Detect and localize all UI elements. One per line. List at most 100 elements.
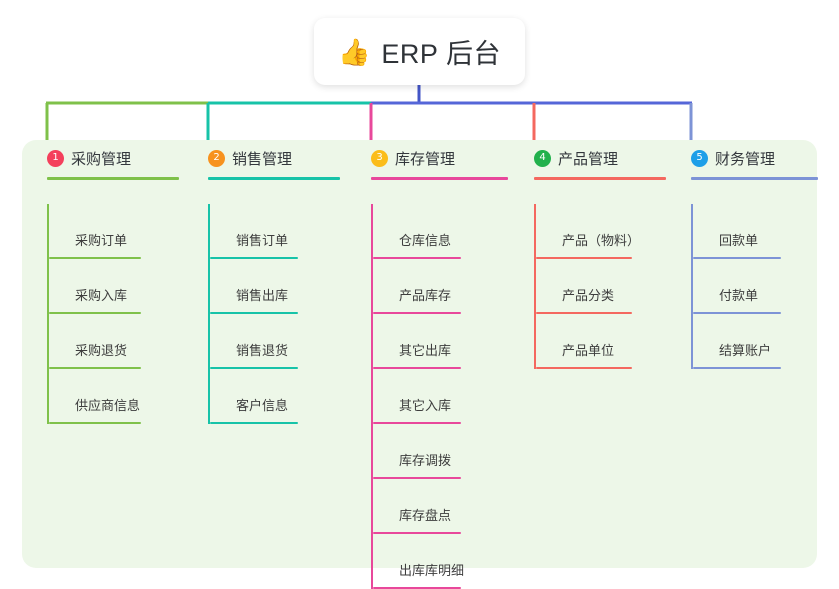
branch-header-rule — [208, 177, 340, 180]
branch-item-label: 销售订单 — [236, 233, 289, 248]
branch-item-rule — [49, 422, 141, 424]
branch-title: 采购管理 — [71, 150, 132, 168]
branch-item-label: 产品库存 — [399, 288, 452, 303]
root-node-content: 👍 ERP 后台 — [338, 32, 501, 71]
branch-spine — [47, 204, 49, 424]
branch-item[interactable]: 其它出库 — [371, 314, 512, 369]
branch-header-2[interactable]: 2 销售管理 — [194, 146, 344, 170]
root-node[interactable]: 👍 ERP 后台 — [314, 18, 525, 85]
branch-item-label: 采购订单 — [75, 233, 128, 248]
branch-item-rule — [210, 367, 298, 369]
branch-item-label: 其它出库 — [399, 343, 452, 358]
branch-item-label: 库存调拨 — [399, 453, 452, 468]
branch-item[interactable]: 产品库存 — [371, 259, 512, 314]
branch-item-rule — [693, 257, 781, 259]
branch-title: 产品管理 — [558, 150, 619, 168]
branch-item-rule — [210, 422, 298, 424]
branch-header-3[interactable]: 3 库存管理 — [357, 146, 512, 170]
branch-item-list: 产品（物料） 产品分类产品单位 — [520, 204, 670, 369]
branch-title: 财务管理 — [715, 150, 776, 168]
branch-item-rule — [693, 312, 781, 314]
root-node-title: ERP 后台 — [381, 39, 501, 69]
branch-header-rule — [534, 177, 666, 180]
branch-number-badge: 4 — [534, 149, 551, 167]
branch-item-list: 销售订单销售出库销售退货客户信息 — [194, 204, 344, 424]
branch-item-label: 销售退货 — [236, 343, 289, 358]
branch-item[interactable]: 采购退货 — [47, 314, 183, 369]
branch-item[interactable]: 库存调拨 — [371, 424, 512, 479]
branch-item-label: 其它入库 — [399, 398, 452, 413]
branch-item-label: 供应商信息 — [75, 398, 141, 413]
branch-item-rule — [536, 312, 632, 314]
branch-item-rule — [49, 312, 141, 314]
branch-item[interactable]: 出库库明细 — [371, 534, 512, 589]
branch-item-rule — [373, 477, 461, 479]
branch-item-rule — [536, 257, 632, 259]
branch-item-label: 回款单 — [719, 233, 759, 248]
branch-item-label: 客户信息 — [236, 398, 289, 413]
branch-item-list: 仓库信息产品库存其它出库其它入库库存调拨库存盘点出库库明细 — [357, 204, 512, 589]
branch-column-2: 2 销售管理销售订单销售出库销售退货客户信息 — [194, 146, 344, 424]
branch-number-badge: 5 — [691, 149, 708, 167]
branch-item[interactable]: 销售出库 — [208, 259, 344, 314]
branch-item-label: 出库库明细 — [399, 563, 465, 578]
branch-item-rule — [210, 312, 298, 314]
branch-item[interactable]: 销售退货 — [208, 314, 344, 369]
branch-item-rule — [373, 367, 461, 369]
branch-column-5: 5 财务管理回款单付款单结算账户 — [677, 146, 822, 369]
thumbs-up-icon: 👍 — [338, 36, 371, 67]
branch-item[interactable]: 库存盘点 — [371, 479, 512, 534]
branch-column-3: 3 库存管理仓库信息产品库存其它出库其它入库库存调拨库存盘点出库库明细 — [357, 146, 512, 589]
branch-item-rule — [373, 257, 461, 259]
branches-panel — [22, 140, 817, 568]
branch-item-rule — [210, 257, 298, 259]
branch-item-label: 采购入库 — [75, 288, 128, 303]
branch-header-4[interactable]: 4 产品管理 — [520, 146, 670, 170]
branch-item[interactable]: 供应商信息 — [47, 369, 183, 424]
branch-spine — [208, 204, 210, 424]
branch-item-rule — [49, 257, 141, 259]
branch-spine — [371, 204, 373, 589]
branch-title: 库存管理 — [395, 150, 456, 168]
branch-item-rule — [373, 422, 461, 424]
branch-item[interactable]: 产品（物料） — [534, 204, 670, 259]
branch-item[interactable]: 其它入库 — [371, 369, 512, 424]
branch-item[interactable]: 结算账户 — [691, 314, 822, 369]
branch-item-label: 库存盘点 — [399, 508, 452, 523]
branch-header-5[interactable]: 5 财务管理 — [677, 146, 822, 170]
branch-item-label: 产品分类 — [562, 288, 615, 303]
branch-item[interactable]: 客户信息 — [208, 369, 344, 424]
branch-item-rule — [536, 367, 632, 369]
branch-item[interactable]: 销售订单 — [208, 204, 344, 259]
branch-item-rule — [373, 312, 461, 314]
branch-header-rule — [47, 177, 179, 180]
branch-item-label: 产品（物料） — [562, 233, 641, 248]
branch-item-label: 销售出库 — [236, 288, 289, 303]
branch-number-badge: 3 — [371, 149, 388, 167]
branch-item[interactable]: 仓库信息 — [371, 204, 512, 259]
branch-item[interactable]: 回款单 — [691, 204, 822, 259]
branch-spine — [691, 204, 693, 369]
branch-title: 销售管理 — [232, 150, 293, 168]
branch-column-4: 4 产品管理产品（物料） 产品分类产品单位 — [520, 146, 670, 369]
branch-item[interactable]: 产品分类 — [534, 259, 670, 314]
branch-item-rule — [49, 367, 141, 369]
branch-number-badge: 2 — [208, 149, 225, 167]
branch-item-label: 仓库信息 — [399, 233, 452, 248]
branch-item[interactable]: 采购订单 — [47, 204, 183, 259]
branch-spine — [534, 204, 536, 369]
branch-item-label: 采购退货 — [75, 343, 128, 358]
branch-item[interactable]: 采购入库 — [47, 259, 183, 314]
branch-item-label: 结算账户 — [719, 343, 772, 358]
branch-item[interactable]: 付款单 — [691, 259, 822, 314]
branch-item[interactable]: 产品单位 — [534, 314, 670, 369]
branch-item-label: 付款单 — [719, 288, 759, 303]
branch-header-rule — [691, 177, 818, 180]
branch-item-list: 回款单付款单结算账户 — [677, 204, 822, 369]
branch-item-list: 采购订单采购入库采购退货供应商信息 — [33, 204, 183, 424]
branch-item-label: 产品单位 — [562, 343, 615, 358]
